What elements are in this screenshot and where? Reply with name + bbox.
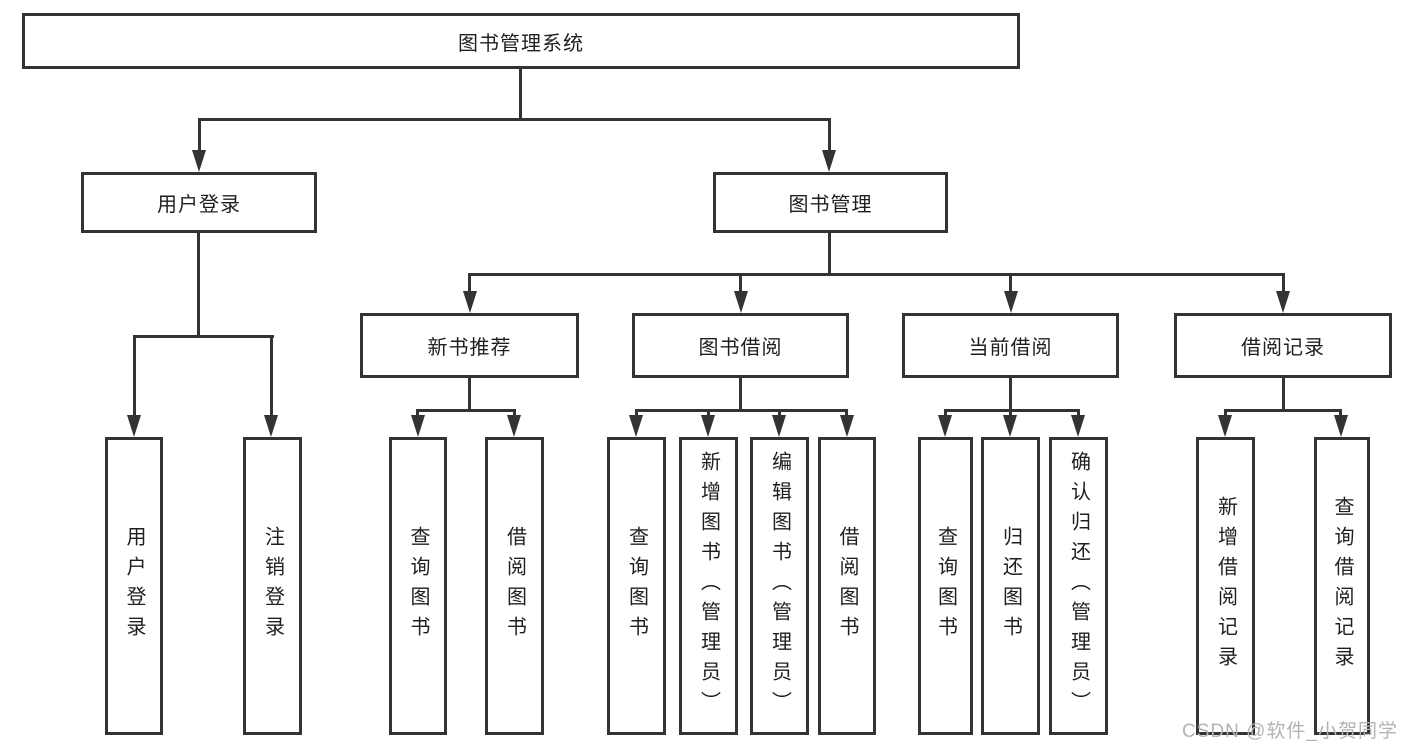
edge-to-new-book [468,273,471,292]
edge-to-book-mgmt [828,118,831,151]
arrowhead-current-borrow [1004,291,1018,313]
arrowhead-leaf-logout [264,415,278,437]
leaf-bb-edit-book-label: 编辑图书（管理员） [768,451,791,721]
leaf-br-add-record: 新增借阅记录 [1196,437,1255,735]
leaf-cb-return-book-label: 归还图书 [999,526,1022,646]
edge-book-mgmt-stem [828,233,831,273]
edge-br-leaf2 [1339,409,1342,416]
arrowhead-cb-leaf2 [1003,415,1017,437]
edge-book-borrow-split [635,409,848,412]
leaf-nb-query-book-label: 查询图书 [407,526,429,646]
edge-cb-leaf3 [1077,409,1080,416]
node-root: 图书管理系统 [22,13,1020,69]
node-borrow-records: 借阅记录 [1174,313,1392,378]
leaf-bb-query-book-label: 查询图书 [625,526,648,646]
leaf-nb-borrow-book: 借阅图书 [485,437,544,735]
arrowhead-new-book [463,291,477,313]
edge-current-borrow-stem [1009,378,1012,409]
edge-to-current-borrow [1009,273,1012,292]
leaf-nb-borrow-book-label: 借阅图书 [503,526,526,646]
node-book-borrow: 图书借阅 [632,313,849,378]
arrowhead-borrow-records [1276,291,1290,313]
node-user-login-label: 用户登录 [157,194,241,216]
arrowhead-cb-leaf3 [1071,415,1085,437]
arrowhead-cb-leaf1 [938,415,952,437]
edge-nb-leaf2 [513,409,516,416]
edge-bb-leaf3 [778,409,781,416]
edge-root-split [198,118,831,121]
node-new-book-rec-label: 新书推荐 [427,337,512,359]
arrowhead-book-borrow [734,291,748,313]
leaf-cb-query-book: 查询图书 [918,437,973,735]
leaf-cb-confirm-return-label: 确认归还（管理员） [1067,451,1090,721]
edge-to-leaf-login [133,335,136,416]
arrowhead-bb-leaf4 [840,415,854,437]
leaf-nb-query-book: 查询图书 [389,437,447,735]
edge-new-book-split [417,409,516,412]
node-new-book-rec: 新书推荐 [360,313,579,378]
edge-user-login-stem [197,233,200,335]
leaf-cb-return-book: 归还图书 [981,437,1040,735]
node-book-borrow-label: 图书借阅 [698,337,783,359]
edge-to-book-borrow [739,273,742,292]
leaf-bb-add-book: 新增图书（管理员） [679,437,738,735]
edge-to-leaf-logout [270,335,273,416]
leaf-br-query-record: 查询借阅记录 [1314,437,1370,735]
edge-cb-leaf1 [944,409,947,416]
edge-nb-leaf1 [416,409,419,416]
edge-to-borrow-records [1282,273,1285,292]
edge-book-borrow-stem [739,378,742,409]
edge-br-leaf1 [1224,409,1227,416]
arrowhead-bb-leaf3 [772,415,786,437]
arrowhead-nb-leaf1 [411,415,425,437]
node-current-borrow: 当前借阅 [902,313,1119,378]
node-user-login: 用户登录 [81,172,317,233]
edge-book-mgmt-split [468,273,1285,276]
arrowhead-leaf-login [127,415,141,437]
arrowhead-bb-leaf1 [629,415,643,437]
node-book-mgmt: 图书管理 [713,172,948,233]
leaf-br-add-record-label: 新增借阅记录 [1214,496,1237,676]
leaf-cb-query-book-label: 查询图书 [934,526,957,646]
arrowhead-user-login [192,150,206,172]
edge-new-book-stem [468,378,471,409]
leaf-bb-borrow-book: 借阅图书 [818,437,876,735]
edge-borrow-records-split [1224,409,1342,412]
node-root-label: 图书管理系统 [458,32,584,55]
leaf-bb-add-book-label: 新增图书（管理员） [697,451,720,721]
node-current-borrow-label: 当前借阅 [968,337,1053,359]
edge-to-user-login [198,118,201,151]
leaf-bb-query-book: 查询图书 [607,437,666,735]
edge-bb-leaf2 [707,409,710,416]
arrowhead-br-leaf2 [1334,415,1348,437]
leaf-bb-edit-book: 编辑图书（管理员） [750,437,809,735]
node-borrow-records-label: 借阅记录 [1241,337,1325,359]
edge-root-stem [519,69,522,118]
leaf-br-query-record-label: 查询借阅记录 [1331,496,1353,676]
edge-borrow-records-stem [1282,378,1285,409]
leaf-logout: 注销登录 [243,437,302,735]
edge-bb-leaf1 [635,409,638,416]
node-book-mgmt-label: 图书管理 [788,194,873,216]
arrowhead-nb-leaf2 [507,415,521,437]
arrowhead-bb-leaf2 [701,415,715,437]
leaf-bb-borrow-book-label: 借阅图书 [836,526,858,646]
leaf-logout-label: 注销登录 [261,526,284,646]
edge-user-login-split [133,335,274,338]
edge-bb-leaf4 [845,409,848,416]
edge-cb-leaf2 [1009,409,1012,416]
arrowhead-book-mgmt [822,150,836,172]
arrowhead-br-leaf1 [1218,415,1232,437]
leaf-cb-confirm-return: 确认归还（管理员） [1049,437,1108,735]
edge-current-borrow-split [944,409,1080,412]
csdn-watermark: CSDN @软件_小贺同学 [1182,721,1398,742]
leaf-user-login-label: 用户登录 [123,526,145,646]
leaf-user-login: 用户登录 [105,437,163,735]
